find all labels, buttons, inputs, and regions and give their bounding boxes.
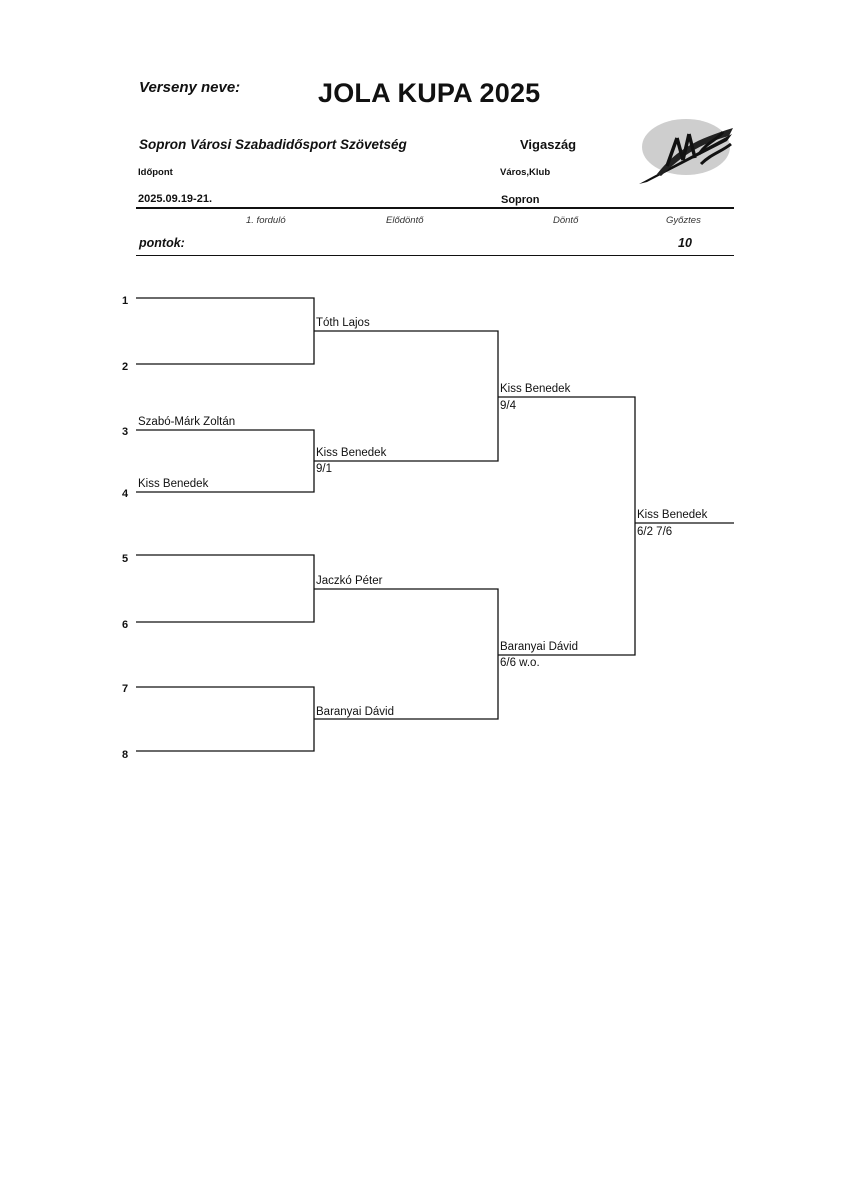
city-label: Város,Klub — [500, 167, 551, 178]
bracket-line-qf-bottom — [314, 588, 499, 720]
round-label-4: Győztes — [666, 215, 701, 226]
event-city: Sopron — [501, 194, 540, 206]
player-name: Szabó-Márk Zoltán — [138, 416, 236, 428]
bracket-line-qf-top — [314, 330, 499, 462]
seed-number: 2 — [122, 361, 129, 373]
bracket-line-1-2 — [136, 297, 315, 365]
quarter-winner-1: Tóth Lajos — [316, 317, 370, 329]
quarter-winner-2: Kiss Benedek — [316, 447, 387, 459]
match-score: 9/4 — [500, 400, 516, 412]
points-value: 10 — [678, 236, 692, 250]
event-type: Vigaszág — [520, 137, 577, 152]
seed-number: 8 — [122, 749, 129, 761]
seed-number: 4 — [122, 488, 129, 500]
champion-name: Kiss Benedek — [637, 509, 708, 521]
round-label-2: Elődöntő — [386, 215, 424, 226]
round-label-1: 1. forduló — [246, 215, 286, 226]
match-score: 9/1 — [316, 463, 332, 475]
player-name: Kiss Benedek — [138, 478, 209, 490]
seed-number: 3 — [122, 426, 129, 438]
quarter-winner-4: Baranyai Dávid — [316, 706, 394, 718]
brush-logo-icon — [637, 114, 734, 188]
bracket-line-5-6 — [136, 554, 315, 623]
quarter-winner-3: Jaczkó Péter — [316, 575, 383, 587]
seed-number: 5 — [122, 553, 129, 565]
date-label: Időpont — [138, 167, 173, 178]
points-label: pontok: — [139, 236, 185, 250]
bracket-line-sf — [498, 396, 636, 656]
page-title: JOLA KUPA 2025 — [318, 78, 541, 108]
champion-score: 6/2 7/6 — [637, 526, 673, 538]
seed-number: 6 — [122, 619, 129, 631]
competition-label: Verseny neve: — [139, 79, 241, 96]
seed-number: 7 — [122, 683, 129, 695]
points-divider — [136, 255, 734, 256]
bracket-line-7-8 — [136, 686, 315, 752]
semi-winner-1: Kiss Benedek — [500, 383, 571, 395]
semi-winner-2: Baranyai Dávid — [500, 641, 578, 653]
header-divider — [136, 207, 734, 209]
seed-number: 1 — [122, 295, 129, 307]
match-score: 6/6 w.o. — [500, 657, 540, 669]
organizer-name: Sopron Városi Szabadidősport Szövetség — [139, 137, 407, 152]
event-date: 2025.09.19-21. — [138, 193, 213, 205]
round-label-3: Döntő — [553, 215, 579, 226]
